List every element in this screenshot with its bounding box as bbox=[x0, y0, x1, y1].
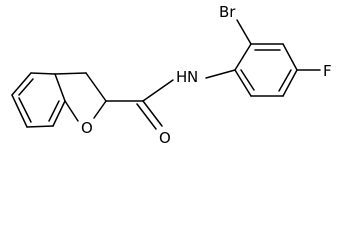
double-bond bbox=[142, 100, 163, 127]
amide-nitrogen-label: N bbox=[187, 68, 198, 86]
bond bbox=[54, 72, 87, 75]
bond bbox=[85, 72, 107, 102]
bond bbox=[11, 72, 32, 96]
benzo-ring bbox=[11, 72, 66, 128]
bond bbox=[234, 43, 252, 71]
bond bbox=[52, 100, 66, 127]
double-bond bbox=[278, 69, 292, 92]
bond bbox=[282, 69, 298, 97]
double-bond bbox=[48, 100, 60, 122]
molecule-structure: Br N H F O O bbox=[11, 3, 332, 147]
bond bbox=[64, 100, 79, 122]
amide-group bbox=[105, 69, 236, 130]
bond bbox=[205, 69, 236, 79]
bond bbox=[30, 72, 56, 75]
double-bond bbox=[18, 97, 32, 123]
bond bbox=[11, 94, 28, 128]
double-bond bbox=[18, 78, 34, 96]
bond bbox=[54, 73, 66, 102]
bond bbox=[26, 125, 54, 128]
bond bbox=[234, 69, 252, 97]
carbonyl-oxygen-label: O bbox=[159, 129, 171, 147]
fluorine-label: F bbox=[323, 62, 332, 80]
amide-hydrogen-label: H bbox=[176, 68, 187, 86]
dihydrofuran-ring bbox=[54, 72, 107, 122]
phenyl-ring bbox=[234, 43, 298, 97]
double-bond bbox=[136, 103, 157, 130]
bromine-label: Br bbox=[219, 3, 236, 21]
bond bbox=[282, 43, 298, 71]
double-bond bbox=[240, 69, 255, 91]
bond bbox=[93, 100, 107, 119]
ring-oxygen-label: O bbox=[81, 119, 93, 137]
bond-to-bromine bbox=[236, 19, 252, 45]
bond bbox=[142, 79, 174, 102]
